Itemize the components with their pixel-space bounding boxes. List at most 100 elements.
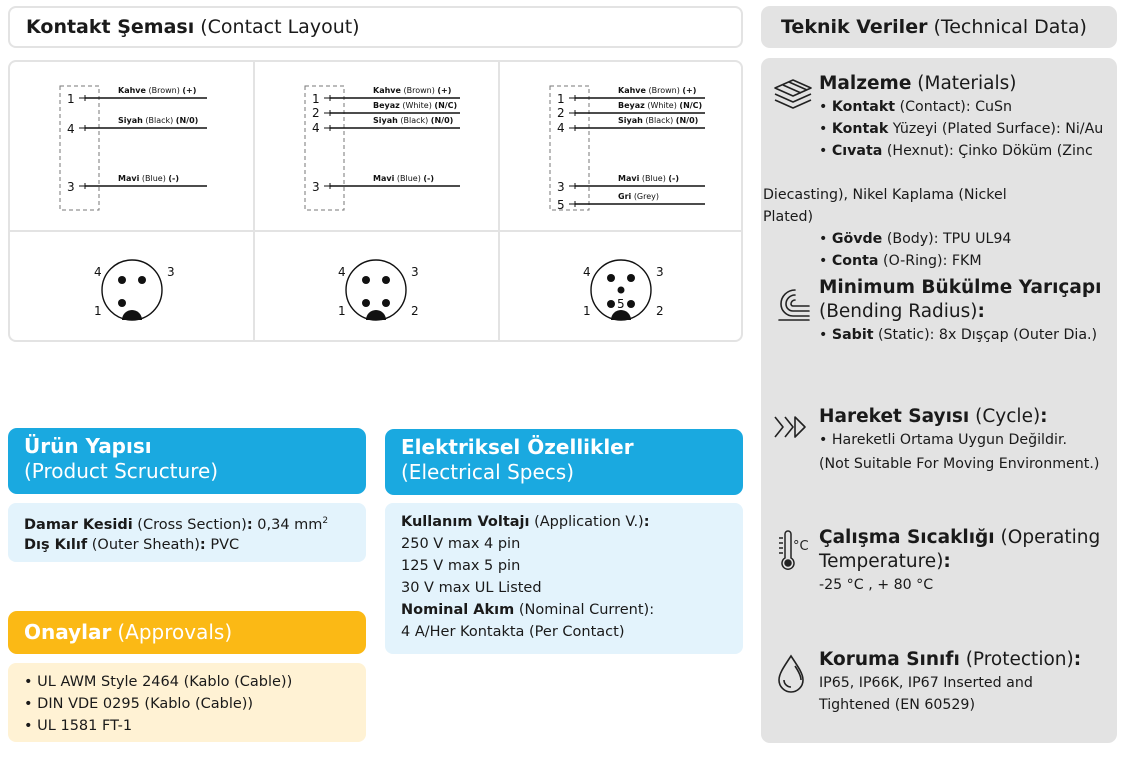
cross-section-row: Damar Kesidi (Cross Section): 0,34 mm2 [24, 516, 329, 533]
protection-value: IP65, IP66K, IP67 Inserted and [819, 675, 1033, 691]
pin-number: 3 [656, 265, 664, 279]
electrical-specs-title: Elektriksel Özellikler [401, 435, 634, 459]
voltage-value: 250 V max 4 pin [401, 536, 521, 552]
protection-value-cont: Tightened (EN 60529) [819, 697, 975, 713]
approval-item: UL 1581 FT-1 [24, 715, 350, 737]
product-structure-body: Damar Kesidi (Cross Section): 0,34 mm2 D… [8, 503, 366, 562]
wire-label-brown: Kahve (Brown) (+) [373, 86, 451, 95]
technical-data-panel: Malzeme (Materials) Kontakt (Contact): C… [761, 58, 1117, 743]
pin-number: 1 [67, 92, 75, 106]
product-structure-title: Ürün Yapısı [24, 434, 152, 458]
pin-dot [118, 299, 126, 307]
grid-divider [253, 62, 255, 340]
pin-number: 5 [617, 297, 625, 311]
wire-label-white: Beyaz (White) (N/C) [618, 101, 702, 110]
pin-number: 1 [557, 92, 565, 106]
pin-number: 3 [167, 265, 175, 279]
technical-data-title: Teknik Veriler [781, 16, 928, 38]
pin-terminal [569, 110, 576, 116]
pin-number: 4 [94, 265, 102, 279]
coding-key [122, 310, 142, 320]
cycle-title: Hareket Sayısı [819, 406, 970, 427]
materials-subtitle: (Materials) [917, 73, 1017, 94]
wire-label-blue: Mavi (Blue) (-) [618, 174, 679, 183]
pin-dot [362, 299, 370, 307]
pin-terminal [569, 201, 576, 207]
pin-number: 1 [312, 92, 320, 106]
material-hexnut-cont: Diecasting), Nikel Kaplama (Nickel Plate… [763, 187, 1007, 225]
bending-radius-title: Minimum Bükülme Yarıçapı [819, 277, 1102, 298]
pin-face-5-contact: 5 4 3 1 2 [583, 259, 664, 321]
wire-label-brown: Kahve (Brown) (+) [118, 86, 196, 95]
cycle-text: Hareket Sayısı (Cycle): Hareketli Ortama… [819, 405, 1115, 451]
pin-number: 4 [583, 265, 591, 279]
pin-number: 2 [557, 106, 565, 120]
pin-number: 1 [338, 304, 346, 318]
product-structure-subtitle: (Product Scructure) [24, 459, 219, 483]
cycle-arrows-icon [771, 405, 815, 449]
wire-label-grey: Gri (Grey) [618, 192, 659, 201]
pin-terminal [79, 125, 86, 131]
pin-number: 3 [557, 180, 565, 194]
materials-text-lower: Gövde (Body): TPU UL94 Conta (O-Ring): F… [819, 228, 1115, 272]
material-plated-surface: Kontak Yüzeyi (Plated Surface): Ni/Au [819, 118, 1115, 140]
outer-sheath-row: Dış Kılıf (Outer Sheath): PVC [24, 536, 240, 553]
pin-number: 2 [656, 304, 664, 318]
pin-dot [627, 274, 635, 282]
current-value: 4 A/Her Kontakta (Per Contact) [401, 624, 625, 640]
coding-key [611, 310, 631, 320]
pin-dot [362, 276, 370, 284]
technical-data-subtitle: (Technical Data) [933, 16, 1087, 38]
technical-data-header: Teknik Veriler (Technical Data) [761, 6, 1117, 48]
voltage-label-row: Kullanım Voltajı (Application V.): [401, 514, 650, 530]
approval-item: UL AWM Style 2464 (Kablo (Cable)) [24, 671, 350, 693]
pin-number: 1 [583, 304, 591, 318]
electrical-specs-subtitle: (Electrical Specs) [401, 460, 574, 484]
pin-terminal [324, 125, 331, 131]
temperature-icon-unit: °C [793, 539, 809, 554]
cycle-subtitle: (Cycle) [975, 406, 1041, 427]
temperature-value: -25 °C , + 80 °C [819, 577, 934, 593]
temperature-subtitle-cont: Temperature) [819, 551, 944, 572]
pin-number: 3 [312, 180, 320, 194]
connector-outline [549, 85, 590, 211]
bending-radius-text: Minimum Bükülme Yarıçapı (Bending Radius… [819, 276, 1115, 346]
protection-subtitle: (Protection) [965, 649, 1074, 670]
product-structure-header: Ürün Yapısı (Product Scructure) [8, 428, 366, 494]
pin-number: 4 [557, 121, 565, 135]
electrical-specs-body: Kullanım Voltajı (Application V.): 250 V… [385, 503, 743, 654]
pin-dot [382, 276, 390, 284]
grid-divider [498, 62, 500, 340]
coding-key [366, 310, 386, 320]
temperature-text: Çalışma Sıcaklığı (Operating Temperature… [819, 526, 1115, 596]
approvals-body: UL AWM Style 2464 (Kablo (Cable)) DIN VD… [8, 663, 366, 742]
pin-dot [138, 276, 146, 284]
voltage-value: 30 V max UL Listed [401, 580, 542, 596]
approvals-header: Onaylar (Approvals) [8, 611, 366, 654]
pin-terminal [324, 110, 331, 116]
pin-dot [617, 286, 625, 294]
pin-number: 3 [67, 180, 75, 194]
cycle-note: Hareketli Ortama Uygun Değildir. [819, 429, 1115, 451]
pin-number: 3 [411, 265, 419, 279]
wiring-diagram-5-wire: 1 Kahve (Brown) (+) 2 Beyaz (White) (N/C… [549, 85, 705, 212]
contact-layout-subtitle: (Contact Layout) [200, 16, 360, 38]
wire-label-black: Siyah (Black) (N/0) [618, 116, 698, 125]
approval-item: DIN VDE 0295 (Kablo (Cable)) [24, 693, 350, 715]
wire-label-white: Beyaz (White) (N/C) [373, 101, 457, 110]
pin-dot [627, 300, 635, 308]
connector-outline [304, 85, 345, 211]
pin-terminal [569, 95, 576, 101]
approvals-subtitle: (Approvals) [117, 620, 233, 644]
wire-label-black: Siyah (Black) (N/0) [118, 116, 198, 125]
layers-icon [771, 74, 815, 118]
temperature-subtitle: (Operating [1000, 527, 1101, 548]
bending-radius-subtitle: (Bending Radius) [819, 301, 978, 322]
pin-terminal [324, 183, 331, 189]
wire-label-blue: Mavi (Blue) (-) [118, 174, 179, 183]
voltage-value: 125 V max 5 pin [401, 558, 521, 574]
pin-terminal [79, 95, 86, 101]
pin-dot [607, 274, 615, 282]
wire-label-brown: Kahve (Brown) (+) [618, 86, 696, 95]
pin-terminal [569, 125, 576, 131]
